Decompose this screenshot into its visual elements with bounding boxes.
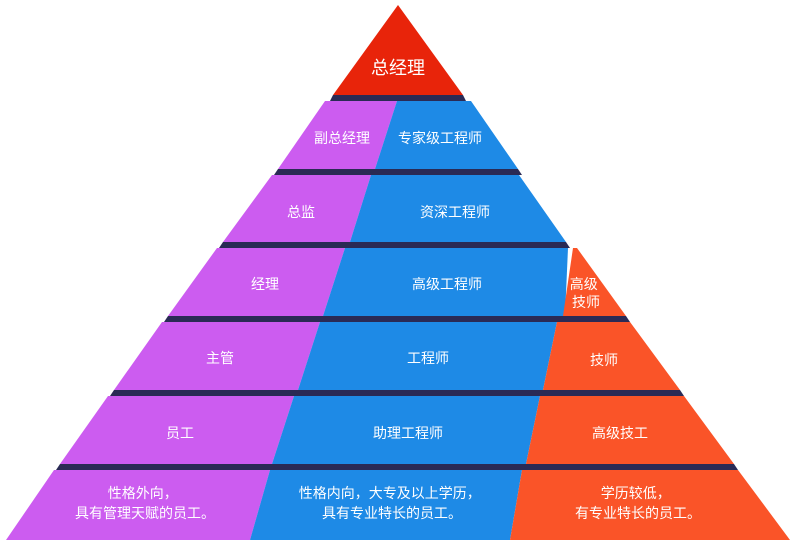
- base-technician: [510, 470, 790, 540]
- tier-4-management-label: 主管: [206, 351, 234, 367]
- tier-5-technician-label: 高级技工: [592, 425, 648, 442]
- tier-3: 经理 高级工程师 高级 技师: [164, 248, 630, 322]
- top-label: 总经理: [371, 58, 425, 79]
- base-engineering: [250, 470, 522, 540]
- tier-5-technician: [526, 396, 734, 464]
- tier-1-ledge: [274, 169, 522, 175]
- base-management-label: 性格外向， 具有管理天赋的员工。: [75, 486, 215, 522]
- tier-2-management: [223, 175, 371, 242]
- base-management: [6, 470, 270, 540]
- top-triangle: [333, 5, 463, 95]
- base-technician-label: 学历较低， 有专业特长的员工。: [575, 486, 701, 522]
- tier-3-technician-label: 高级 技师: [570, 276, 602, 311]
- tier-4-ledge: [110, 390, 684, 396]
- tier-2-ledge: [219, 242, 570, 248]
- tier-4-technician-label: 技师: [590, 353, 618, 369]
- tier-5: 员工 助理工程师 高级技工: [56, 396, 738, 470]
- tier-5-engineering-label: 助理工程师: [373, 426, 443, 442]
- tier-4-technician: [543, 322, 680, 390]
- tier-4-engineering-label: 工程师: [407, 351, 449, 367]
- tier-2-management-label: 总监: [287, 205, 315, 221]
- tier-3-technician: [563, 248, 626, 316]
- tier-2-engineering: [350, 175, 566, 242]
- tier-1-management: [278, 101, 397, 169]
- tier-4-management: [114, 322, 320, 390]
- tier-3-engineering: [323, 248, 568, 316]
- tier-1-management-label: 副总经理: [314, 131, 370, 147]
- tier-4-engineering: [298, 322, 557, 390]
- tier-5-engineering: [272, 396, 540, 464]
- tier-5-ledge: [56, 464, 738, 470]
- tier-3-management-label: 经理: [251, 277, 279, 293]
- tier-3-ledge: [164, 316, 630, 322]
- tier-5-management: [60, 396, 294, 464]
- tier-top: 总经理: [330, 5, 466, 101]
- tier-1-engineering: [375, 101, 518, 169]
- tier-3-management: [168, 248, 345, 316]
- base-engineering-label: 性格内向，大专及以上学历， 具有专业特长的员工。: [299, 486, 485, 522]
- tier-4: 主管 工程师 技师: [110, 322, 684, 396]
- tier-5-management-label: 员工: [166, 426, 194, 442]
- top-ledge: [330, 95, 466, 101]
- tier-2: 总监 资深工程师: [219, 175, 570, 248]
- tier-2-engineering-label: 资深工程师: [420, 205, 490, 221]
- tier-1-engineering-label: 专家级工程师: [398, 130, 482, 147]
- tier-base: 性格外向， 具有管理天赋的员工。 性格内向，大专及以上学历， 具有专业特长的员工…: [6, 470, 790, 540]
- tier-3-engineering-label: 高级工程师: [412, 276, 482, 293]
- tier-1: 副总经理 专家级工程师: [274, 101, 522, 175]
